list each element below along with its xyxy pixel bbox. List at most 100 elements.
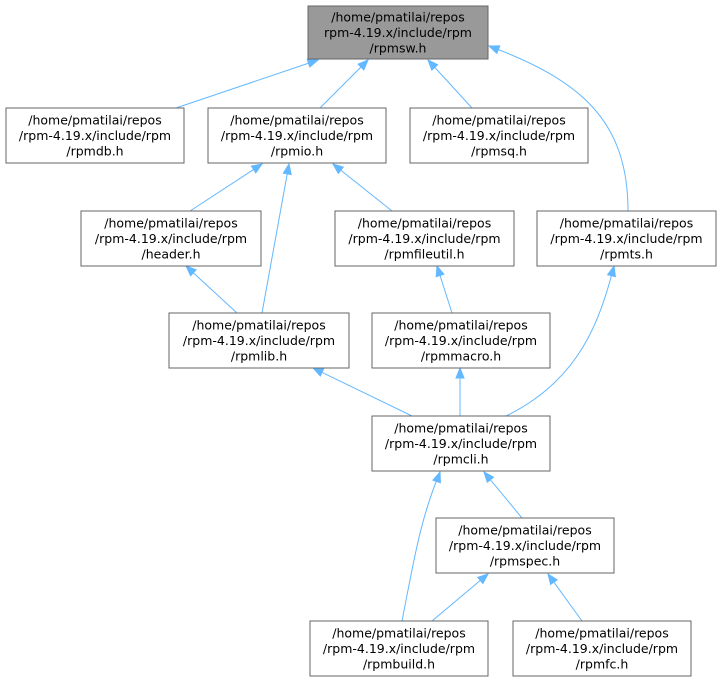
node-label-line: /home/pmatilai/repos [432,112,565,127]
node-label-line: /rpmmacro.h [421,348,501,363]
node-label-line: /rpmdb.h [66,143,123,158]
arrowhead [282,162,292,176]
edge-rpmsq-to-rpmsw [427,59,473,109]
edge-line [505,265,615,417]
node-label-line: /home/pmatilai/repos [535,625,668,640]
edge-rpmdb-to-rpmsw [175,58,320,109]
edge-rpmbuild-to-rpmcli [401,470,441,622]
node-label-line: /rpmsq.h [471,143,527,158]
node-rpmts[interactable]: /home/pmatilai/repos/rpm-4.19.x/include/… [536,210,717,267]
node-label-line: /rpm-4.19.x/include/rpm [526,641,678,656]
node-box[interactable] [435,517,615,574]
node-box[interactable] [5,107,185,164]
node-rpmfileutil[interactable]: /home/pmatilai/repos/rpm-4.19.x/include/… [334,210,515,267]
edge-line [439,274,453,314]
edge-line [261,172,288,314]
node-rpmdb[interactable]: /home/pmatilai/repos/rpm-4.19.x/include/… [5,107,185,164]
node-label-line: /rpm-4.19.x/include/rpm [221,128,373,143]
node-label-line: /home/pmatilai/repos [230,112,363,127]
arrowhead [306,58,320,68]
arrowhead [311,367,325,377]
nodes-layer: /home/pmatilai/reposrpm-4.19.x/include/r… [5,5,717,677]
node-rpmlib[interactable]: /home/pmatilai/repos/rpm-4.19.x/include/… [168,312,350,369]
node-rpmsw[interactable]: /home/pmatilai/reposrpm-4.19.x/include/r… [307,5,489,60]
edge-line [339,169,393,212]
edge-line [189,168,255,212]
node-label-line: /home/pmatilai/repos [394,317,527,332]
node-label-line: /rpm-4.19.x/include/rpm [385,436,537,451]
node-label-line: /rpmio.h [271,143,323,158]
node-label-line: /rpm-4.19.x/include/rpm [423,128,575,143]
node-rpmsq[interactable]: /home/pmatilai/repos/rpm-4.19.x/include/… [409,107,589,164]
node-label-line: /rpmts.h [600,246,653,261]
edge-line [552,580,583,622]
node-label-line: /rpmlib.h [231,348,287,363]
node-box[interactable] [512,620,692,677]
node-label-line: /rpm-4.19.x/include/rpm [348,231,500,246]
edge-line [192,271,238,314]
arrowhead [606,264,616,278]
node-box[interactable] [168,312,350,369]
edge-rpmfc-to-rpmspec [547,572,583,622]
node-rpmbuild[interactable]: /home/pmatilai/repos/rpm-4.19.x/include/… [309,620,489,677]
arrowhead [427,59,439,71]
node-label-line: /rpm-4.19.x/include/rpm [385,333,537,348]
node-rpmcli[interactable]: /home/pmatilai/repos/rpm-4.19.x/include/… [371,415,551,472]
arrowhead [435,264,445,278]
edge-rpmbuild-to-rpmspec [431,573,490,622]
node-box[interactable] [371,312,551,369]
edge-rpmlib-to-rpmio [261,162,292,314]
node-label-line: /rpmfileutil.h [384,246,464,261]
node-label-line: /home/pmatilai/repos [331,9,464,24]
arrowhead [432,470,441,484]
node-label-line: /header.h [142,246,201,261]
arrowhead [483,470,495,484]
node-label-line: /home/pmatilai/repos [28,112,161,127]
node-label-line: /home/pmatilai/repos [358,215,491,230]
node-label-line: /rpm-4.19.x/include/rpm [323,641,475,656]
arrowhead [455,366,465,379]
node-box[interactable] [80,210,262,267]
edge-line [320,371,413,417]
node-header[interactable]: /home/pmatilai/repos/rpm-4.19.x/include/… [80,210,262,267]
edge-rpmcli-to-rpmmacro [455,366,465,416]
edge-line [431,579,482,622]
node-label-line: /rpm-4.19.x/include/rpm [183,333,335,348]
arrowhead [250,163,264,174]
node-label-line: /home/pmatilai/repos [560,215,693,230]
node-rpmio[interactable]: /home/pmatilai/repos/rpm-4.19.x/include/… [207,107,387,164]
node-box[interactable] [536,210,717,267]
edge-rpmts-to-rpmsw [487,45,629,212]
node-box[interactable] [409,107,589,164]
node-label-line: /home/pmatilai/repos [332,625,465,640]
node-rpmfc[interactable]: /home/pmatilai/repos/rpm-4.19.x/include/… [512,620,692,677]
node-label-line: /rpmspec.h [490,553,560,568]
node-label-line: rpm-4.19.x/include/rpm [324,25,472,40]
edge-rpmio-to-rpmsw [319,59,369,109]
arrowhead [331,163,345,175]
edge-line [175,62,310,109]
node-label-line: /rpm-4.19.x/include/rpm [449,538,601,553]
node-box[interactable] [371,415,551,472]
edge-line [319,66,362,109]
node-label-line: /home/pmatilai/repos [104,215,237,230]
edge-rpmspec-to-rpmcli [483,470,523,519]
node-rpmmacro[interactable]: /home/pmatilai/repos/rpm-4.19.x/include/… [371,312,551,369]
edge-rpmcli-to-rpmts [505,264,616,417]
node-box[interactable] [309,620,489,677]
node-label-line: /home/pmatilai/repos [394,420,527,435]
node-box[interactable] [207,107,387,164]
node-box[interactable] [307,5,489,60]
edge-rpmfileutil-to-rpmio [331,163,393,212]
node-label-line: /rpm-4.19.x/include/rpm [95,231,247,246]
edge-line [489,478,523,519]
arrowhead [487,45,501,55]
edge-line [401,471,441,622]
edge-line [433,66,473,109]
arrowhead [357,59,369,71]
node-box[interactable] [334,210,515,267]
node-label-line: /rpmsw.h [370,40,427,55]
edge-rpmcli-to-rpmlib [311,367,413,417]
node-rpmspec[interactable]: /home/pmatilai/repos/rpm-4.19.x/include/… [435,517,615,574]
